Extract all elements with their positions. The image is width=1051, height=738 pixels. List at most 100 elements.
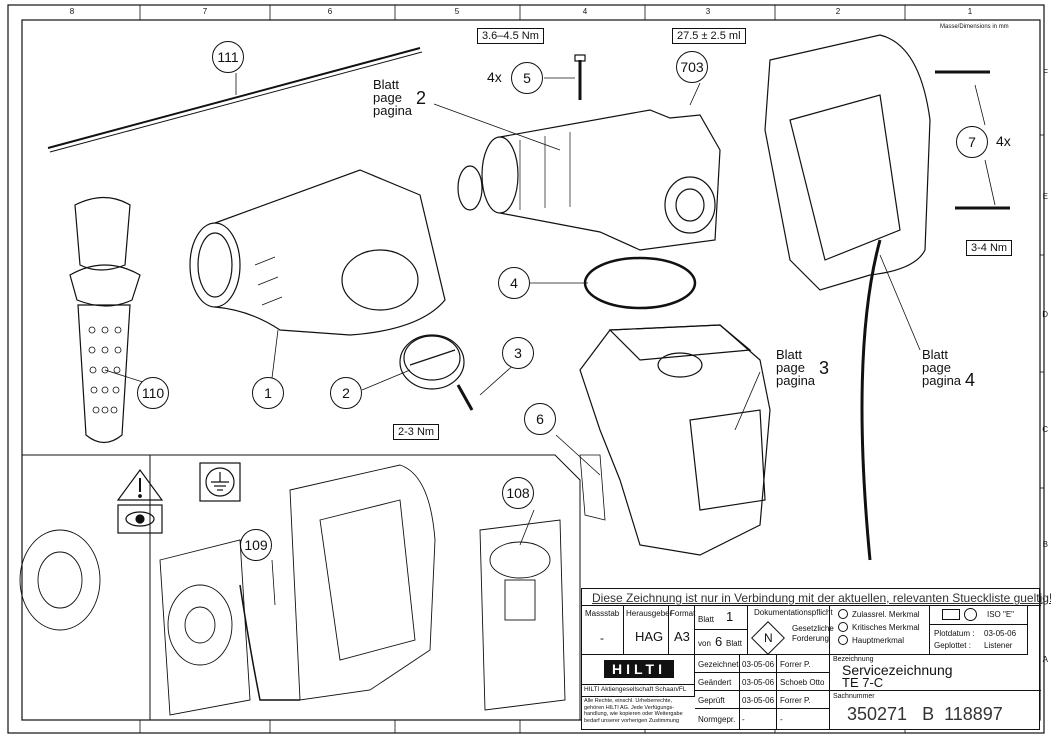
- page-ref-line: pagina: [373, 103, 413, 118]
- dok-text-2: Forderung: [792, 634, 829, 643]
- massstab-label: Massstab: [585, 609, 620, 618]
- rev-name: Schoeb Otto: [780, 678, 825, 687]
- rev-name: -: [780, 715, 783, 724]
- warning-triangle-icon: [116, 468, 164, 501]
- screw-5: [574, 54, 586, 100]
- dok-symbol: N: [764, 631, 773, 645]
- merkmal-circle-icon: [838, 609, 848, 619]
- outer-frame: [7, 4, 1045, 734]
- callout-703: 703: [676, 51, 708, 83]
- callout-5: 5: [511, 62, 543, 94]
- model-name: TE 7-C: [842, 675, 884, 690]
- rod-111: [47, 47, 423, 153]
- page-ref-number: 4: [965, 370, 976, 390]
- leader-lines: [104, 73, 996, 606]
- rev-date: 03-05-06: [742, 696, 775, 705]
- callout-7: 7: [956, 126, 988, 158]
- detail-frame: [22, 454, 581, 720]
- geplottet-label: Geplottet :: [934, 641, 971, 650]
- callout-6: 6: [524, 403, 556, 435]
- o-ring-4: [583, 256, 697, 310]
- rev-label: Geändert: [698, 678, 732, 687]
- zone-label: 1: [967, 7, 973, 16]
- merkmal-circle-icon: [838, 635, 848, 645]
- callout-109: 109: [240, 529, 272, 561]
- gear-housing-6: [579, 324, 771, 556]
- page-ref-line: Blatt: [922, 347, 949, 362]
- validity-notice: Diese Zeichnung ist nur in Verbindung mi…: [592, 591, 1051, 605]
- page-ref-line: pagina: [922, 373, 962, 388]
- inner-frame: [21, 19, 1041, 721]
- geplottet-value: Listener: [984, 641, 1013, 650]
- callout-2: 2: [330, 377, 362, 409]
- zone-label: 3: [705, 7, 711, 16]
- von-value: 6: [715, 634, 723, 649]
- page-ref-number: 3: [819, 358, 830, 378]
- quantity-7: 4x: [996, 133, 1011, 149]
- merkmal-3: Hauptmerkmal: [852, 636, 905, 645]
- page-ref-number: 2: [416, 88, 427, 108]
- rev-label: Normgepr.: [698, 715, 736, 724]
- sachnummer-label: Sachnummer: [833, 693, 875, 700]
- quantity-5: 4x: [487, 69, 502, 85]
- company-name: HILTI Aktiengesellschaft Schaan/FL: [584, 686, 687, 693]
- rear-handle-7: [764, 34, 1010, 561]
- zone-label: 4: [582, 7, 588, 16]
- plotdatum-value: 03-05-06: [984, 629, 1017, 638]
- callout-110: 110: [137, 377, 169, 409]
- selector-knob-2: [399, 334, 465, 390]
- ground-symbol-icon: [199, 462, 241, 502]
- front-housing-1: [189, 169, 446, 336]
- detail-sketches: [19, 464, 566, 716]
- row-label: B: [1042, 540, 1048, 549]
- torque-screw-5: 3.6–4.5 Nm: [477, 28, 544, 44]
- merkmal-circle-icon: [838, 622, 848, 632]
- page-ref-line: pagina: [776, 373, 816, 388]
- von-label: von: [698, 639, 711, 648]
- bezeichnung-label: Bezeichnung: [833, 656, 874, 663]
- dok-label: Dokumentationspflicht: [754, 608, 833, 617]
- herausgeber-label: Herausgeber: [626, 609, 673, 618]
- callout-108: 108: [502, 477, 534, 509]
- row-label: A: [1042, 655, 1048, 664]
- row-label: F: [1043, 68, 1048, 77]
- projection-symbol-icon: [942, 609, 960, 620]
- zone-label: 6: [327, 7, 333, 16]
- rev-name: Forrer P.: [780, 660, 811, 669]
- row-label: E: [1042, 192, 1048, 201]
- callout-111: 111: [212, 41, 244, 73]
- title-block: Diese Zeichnung ist nur in Verbindung mi…: [581, 588, 1051, 730]
- zone-label: 8: [69, 7, 75, 16]
- motor-gearbox-assembly: [457, 109, 721, 251]
- merkmal-1: Zulassrel. Merkmal: [852, 610, 920, 619]
- eye-icon: [117, 504, 163, 534]
- zone-label: 7: [202, 7, 208, 16]
- projection-circle-icon: [964, 608, 977, 621]
- blatt-label: Blatt: [698, 615, 715, 624]
- format-value: A3: [674, 629, 690, 644]
- row-label: D: [1042, 310, 1048, 319]
- rev-date: 03-05-06: [742, 678, 775, 687]
- massstab-value: -: [600, 631, 604, 645]
- side-handle-110: [69, 196, 141, 444]
- page-ref-line: page: [373, 90, 402, 105]
- screw-3: [456, 384, 474, 411]
- torque-screw-3: 2-3 Nm: [393, 424, 440, 440]
- rev-date: 03-05-06: [742, 660, 775, 669]
- dimensions-note: Masse/Dimensions in mm: [940, 24, 1009, 30]
- rev-label: Geprüft: [698, 696, 725, 705]
- page-ref-line: Blatt: [776, 347, 803, 362]
- callout-3: 3: [502, 337, 534, 369]
- blatt-value: 1: [726, 609, 734, 624]
- rights-notice: Alle Rechte, einschl. Urheberrechte, geh…: [584, 698, 683, 724]
- zone-label: 2: [835, 7, 841, 16]
- zone-label: 5: [454, 7, 460, 16]
- callout-1: 1: [252, 377, 284, 409]
- iso-label: ISO "E": [987, 610, 1015, 619]
- merkmal-2: Kritisches Merkmal: [852, 623, 920, 632]
- hilti-logo: HILTI: [604, 660, 674, 678]
- rev-name: Forrer P.: [780, 696, 811, 705]
- torque-screw-7: 3-4 Nm: [966, 240, 1013, 256]
